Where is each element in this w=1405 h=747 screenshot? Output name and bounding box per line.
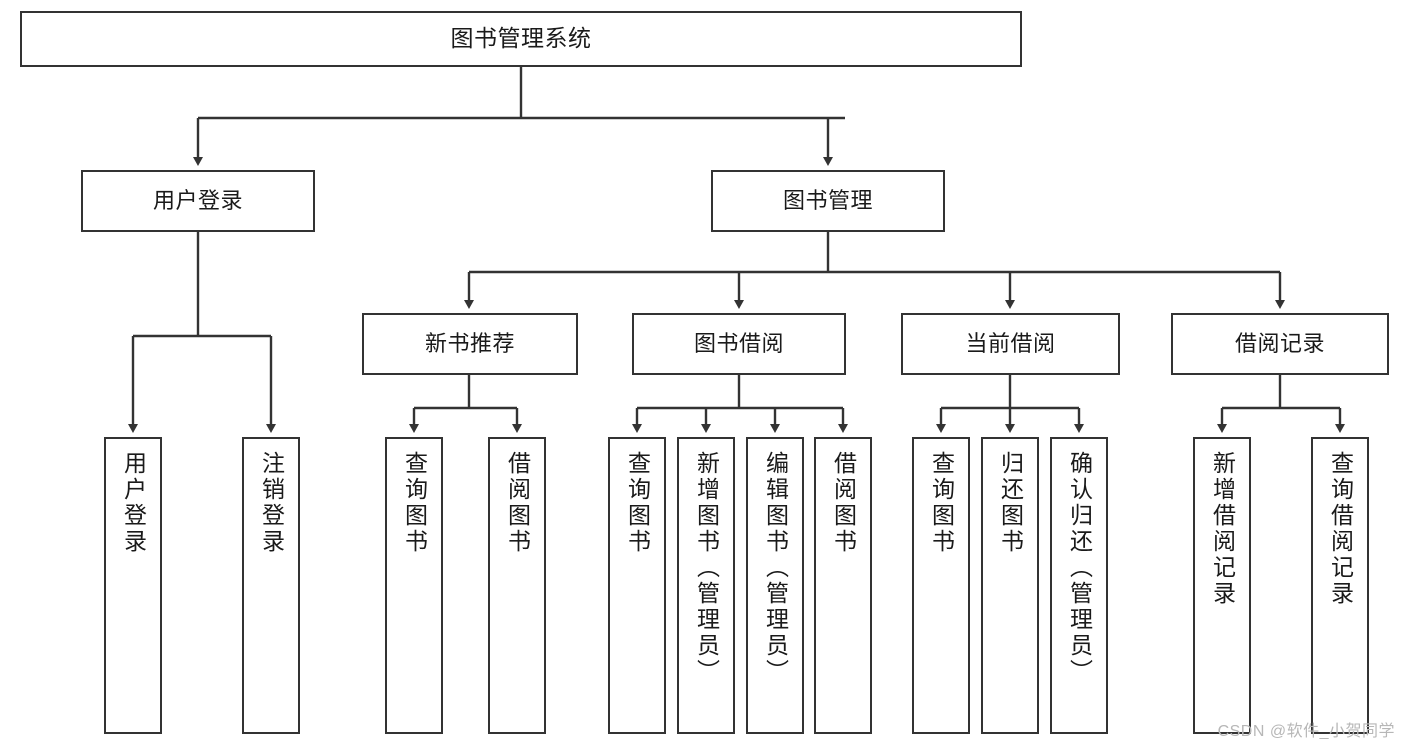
leaf-book-borrow-edit[interactable]: 编辑图书（管理员） — [746, 437, 804, 734]
node-label: 图书管理系统 — [450, 25, 592, 52]
node-label: 用户登录 — [152, 188, 243, 214]
node-label: 查询图书 — [401, 451, 428, 555]
node-label: 编辑图书（管理员） — [762, 451, 789, 685]
watermark-text: CSDN @软件_小贺同学 — [1217, 723, 1395, 740]
node-root[interactable]: 图书管理系统 — [20, 11, 1022, 67]
node-label: 新书推荐 — [424, 331, 515, 357]
node-label: 当前借阅 — [965, 331, 1056, 357]
node-book-management[interactable]: 图书管理 — [711, 170, 945, 232]
leaf-user-login-signin[interactable]: 用户登录 — [104, 437, 162, 734]
node-label: 借阅图书 — [504, 451, 531, 555]
leaf-book-borrow-borrow[interactable]: 借阅图书 — [814, 437, 872, 734]
node-label: 图书管理 — [782, 188, 873, 214]
node-current-borrow[interactable]: 当前借阅 — [901, 313, 1120, 375]
leaf-current-borrow-return[interactable]: 归还图书 — [981, 437, 1039, 734]
leaf-borrow-record-search[interactable]: 查询借阅记录 — [1311, 437, 1369, 734]
node-label: 新增图书（管理员） — [693, 451, 720, 685]
node-label: 查询借阅记录 — [1327, 451, 1354, 607]
node-label: 新增借阅记录 — [1209, 451, 1236, 607]
node-label: 图书借阅 — [693, 331, 784, 357]
node-user-login[interactable]: 用户登录 — [81, 170, 315, 232]
leaf-current-borrow-search[interactable]: 查询图书 — [912, 437, 970, 734]
node-label: 注销登录 — [258, 451, 285, 555]
node-label: 确认归还（管理员） — [1066, 451, 1093, 685]
leaf-new-book-borrow[interactable]: 借阅图书 — [488, 437, 546, 734]
node-label: 查询图书 — [928, 451, 955, 555]
leaf-current-borrow-confirm[interactable]: 确认归还（管理员） — [1050, 437, 1108, 734]
node-new-book-recommend[interactable]: 新书推荐 — [362, 313, 578, 375]
leaf-user-login-signout[interactable]: 注销登录 — [242, 437, 300, 734]
node-label: 查询图书 — [624, 451, 651, 555]
node-label: 借阅记录 — [1234, 331, 1325, 357]
node-borrow-record[interactable]: 借阅记录 — [1171, 313, 1389, 375]
node-book-borrow[interactable]: 图书借阅 — [632, 313, 846, 375]
node-label: 借阅图书 — [830, 451, 857, 555]
node-label: 用户登录 — [120, 451, 147, 555]
leaf-new-book-search[interactable]: 查询图书 — [385, 437, 443, 734]
leaf-book-borrow-search[interactable]: 查询图书 — [608, 437, 666, 734]
node-label: 归还图书 — [997, 451, 1024, 555]
leaf-borrow-record-add[interactable]: 新增借阅记录 — [1193, 437, 1251, 734]
leaf-book-borrow-add[interactable]: 新增图书（管理员） — [677, 437, 735, 734]
